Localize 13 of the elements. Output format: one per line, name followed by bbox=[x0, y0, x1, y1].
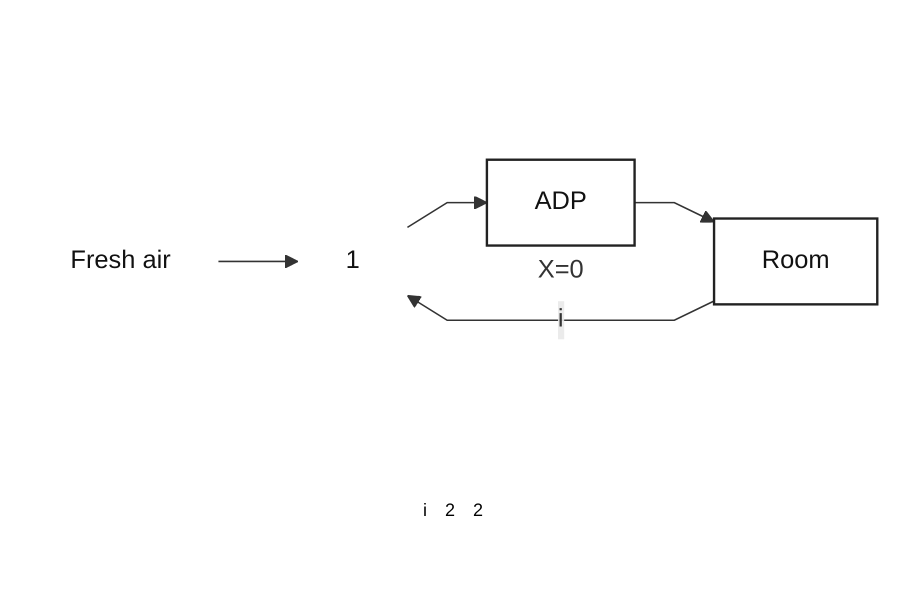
node-caption: X=0 bbox=[538, 256, 584, 284]
note-label: 2 bbox=[444, 500, 455, 521]
process-box: ADP bbox=[486, 159, 636, 248]
arrow bbox=[634, 202, 715, 224]
note-label: i bbox=[422, 500, 427, 521]
edge-label: i bbox=[558, 306, 564, 334]
process-box: Room bbox=[712, 218, 878, 306]
arrow bbox=[407, 196, 488, 228]
arrow bbox=[218, 254, 299, 269]
node-label: 1 bbox=[346, 248, 360, 275]
note-label: 2 bbox=[473, 500, 484, 521]
node-label: Fresh air bbox=[70, 248, 171, 275]
arrow bbox=[406, 295, 714, 322]
